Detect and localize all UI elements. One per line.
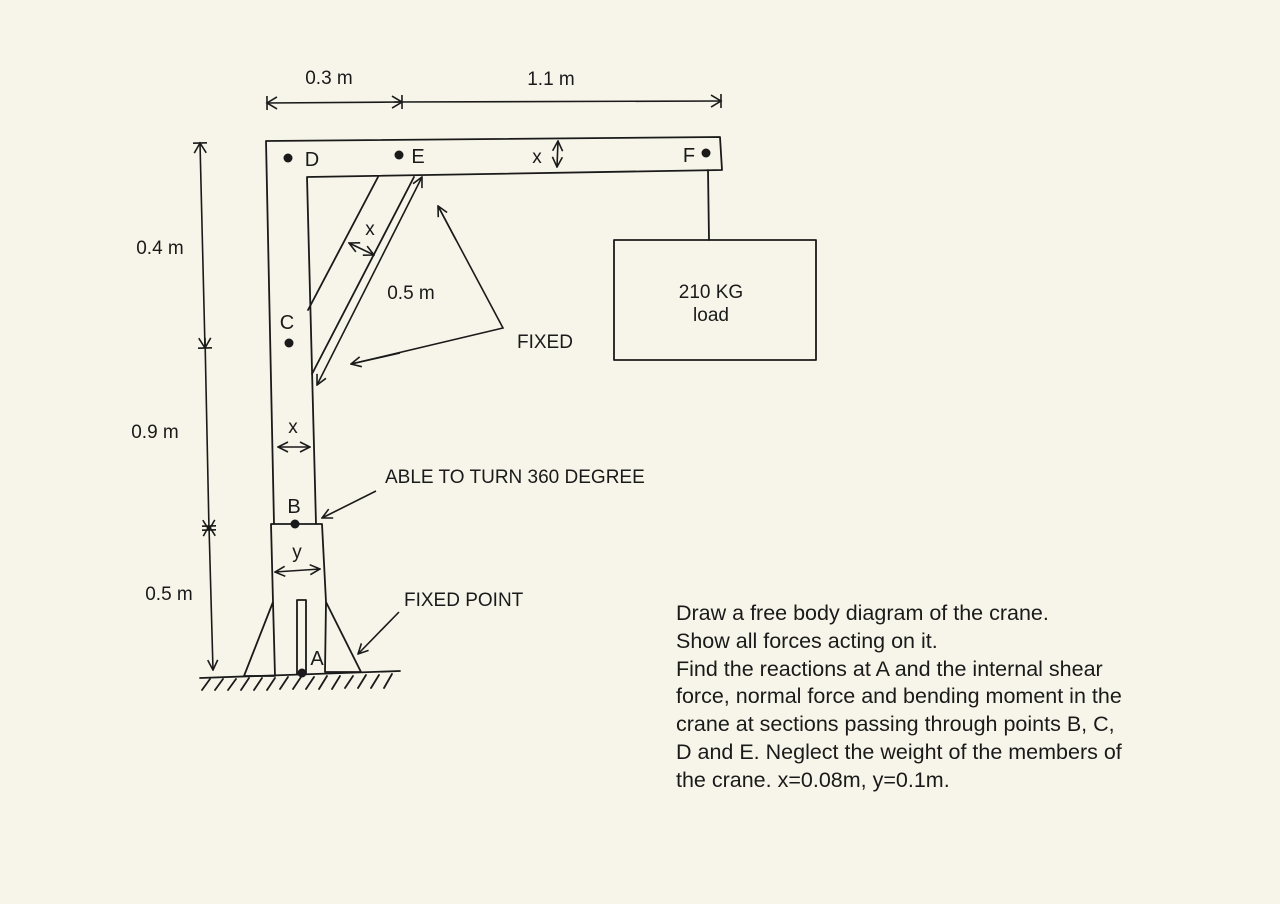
point-d-label: D [305, 149, 319, 171]
problem-line: Find the reactions at A and the internal… [676, 656, 1103, 681]
problem-line: force, normal force and bending moment i… [676, 684, 1122, 709]
point-c-label: C [280, 312, 294, 334]
point-a-label: A [310, 648, 324, 670]
point-c-dot [284, 338, 294, 348]
base-pedestal [243, 523, 362, 677]
base-thickness-arrow [275, 569, 320, 572]
fixed-arrow-lines [350, 205, 505, 365]
brace [307, 176, 415, 375]
turn-arrow [322, 490, 377, 518]
crane-frame [265, 136, 723, 525]
brace-thickness-arrow [349, 243, 374, 255]
dim-left-top [192, 141, 213, 350]
base-thickness-label: y [292, 542, 302, 563]
dim-top-left [265, 94, 404, 111]
fixed-arrow-up [438, 206, 457, 241]
problem-line: D and E. Neglect the weight of the membe… [676, 739, 1122, 764]
dim-label-brace: 0.5 m [387, 283, 435, 304]
turn-label: ABLE TO TURN 360 DEGREE [385, 467, 645, 488]
dim-left-mid [201, 337, 217, 532]
fixed-point-label: FIXED POINT [404, 590, 524, 611]
point-b-label: B [287, 496, 300, 518]
point-a-dot [297, 668, 307, 678]
beam-thickness-label: x [532, 147, 542, 168]
beam-thickness-arrow [557, 141, 558, 167]
fixed-arrow-down [351, 352, 401, 364]
point-f-dot [701, 148, 711, 158]
column-thickness-label: x [288, 417, 298, 438]
problem-statement: Draw a free body diagram of the crane. S… [676, 600, 1196, 795]
point-e-dot [394, 150, 404, 160]
dim-left-bottom [209, 526, 213, 670]
problem-line: crane at sections passing through points… [676, 712, 1115, 737]
problem-line: the crane. x=0.08m, y=0.1m. [676, 767, 950, 792]
dim-label-left-mid: 0.9 m [131, 422, 179, 443]
dim-label-top-left: 0.3 m [305, 68, 353, 89]
dim-top-right [393, 93, 723, 109]
fixed-point-arrow [358, 611, 400, 654]
ground-hatch [201, 673, 393, 691]
load-mass-label: 210 KG [679, 282, 743, 303]
point-f-label: F [683, 145, 695, 167]
dim-label-left-bottom: 0.5 m [145, 584, 193, 605]
dim-label-top-right: 1.1 m [527, 69, 575, 90]
pin-slot [296, 599, 307, 675]
brace-thickness-label: x [365, 219, 375, 240]
point-e-label: E [411, 146, 424, 168]
point-b-dot [290, 519, 300, 529]
load-word-label: load [693, 305, 729, 326]
fixed-label: FIXED [517, 332, 573, 353]
dim-label-left-top: 0.4 m [136, 238, 184, 259]
point-d-dot [283, 153, 293, 163]
load-rope [707, 169, 710, 241]
load-box [613, 239, 817, 361]
brace-length-arrow [317, 177, 422, 385]
problem-line: Show all forces acting on it. [676, 628, 938, 653]
problem-line: Draw a free body diagram of the crane. [676, 601, 1049, 625]
